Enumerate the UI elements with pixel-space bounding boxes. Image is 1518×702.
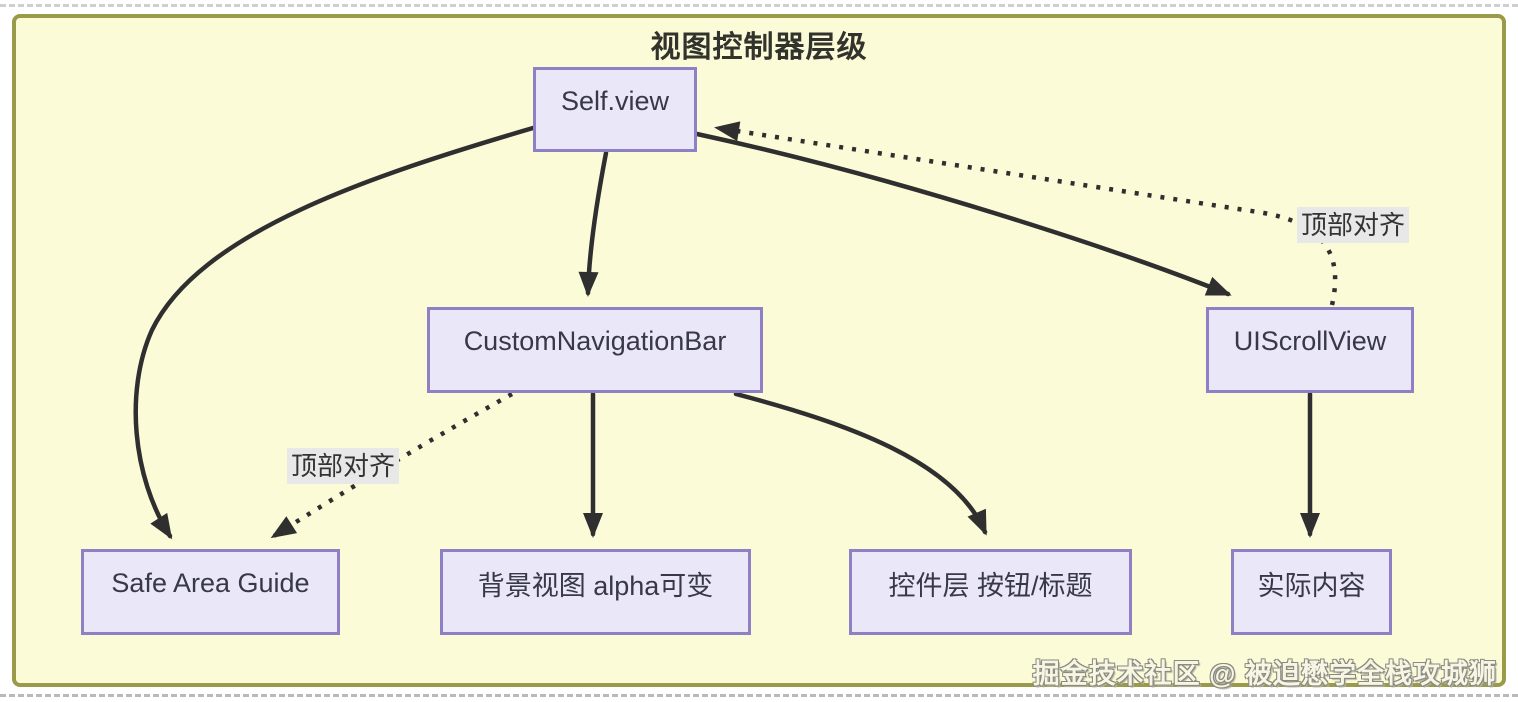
node-actual-content: 实际内容 [1231, 549, 1392, 635]
diagram-title: 视图控制器层级 [650, 31, 868, 64]
node-background-view: 背景视图 alpha可变 [440, 549, 751, 635]
node-safe-area-guide: Safe Area Guide [81, 549, 340, 635]
edge-label-top-align-right: 顶部对齐 [1297, 207, 1410, 243]
node-safe-area-guide-label: Safe Area Guide [111, 568, 310, 598]
edge-selfview-to-uiscrollview [694, 131, 1232, 297]
node-custom-navigation-bar: CustomNavigationBar [427, 307, 763, 393]
node-controls-layer: 控件层 按钮/标题 [849, 549, 1132, 635]
top-dashed-divider [0, 4, 1518, 7]
bottom-dashed-divider [0, 694, 1518, 697]
node-custom-navigation-bar-label: CustomNavigationBar [463, 326, 727, 356]
watermark-text: 掘金技术社区 @ 被迫懋学全栈攻城狮 [1032, 659, 1497, 689]
edge-customnavigationbar-to-controlslayer [733, 391, 988, 536]
node-self-view: Self.view [533, 67, 697, 152]
node-controls-layer-label: 控件层 按钮/标题 [888, 571, 1093, 601]
edge-selfview-to-safeareaguide [133, 125, 536, 540]
node-ui-scroll-view-label: UIScrollView [1233, 326, 1387, 356]
node-background-view-label: 背景视图 alpha可变 [477, 571, 714, 601]
node-ui-scroll-view: UIScrollView [1206, 307, 1414, 393]
node-self-view-label: Self.view [560, 85, 670, 116]
edge-selfview-to-customnavigationbar [578, 150, 609, 297]
node-actual-content-label: 实际内容 [1257, 571, 1366, 601]
edge-uiscrollview-to-selfview-top-align [714, 121, 1338, 306]
edge-label-top-align-left: 顶部对齐 [287, 448, 400, 484]
